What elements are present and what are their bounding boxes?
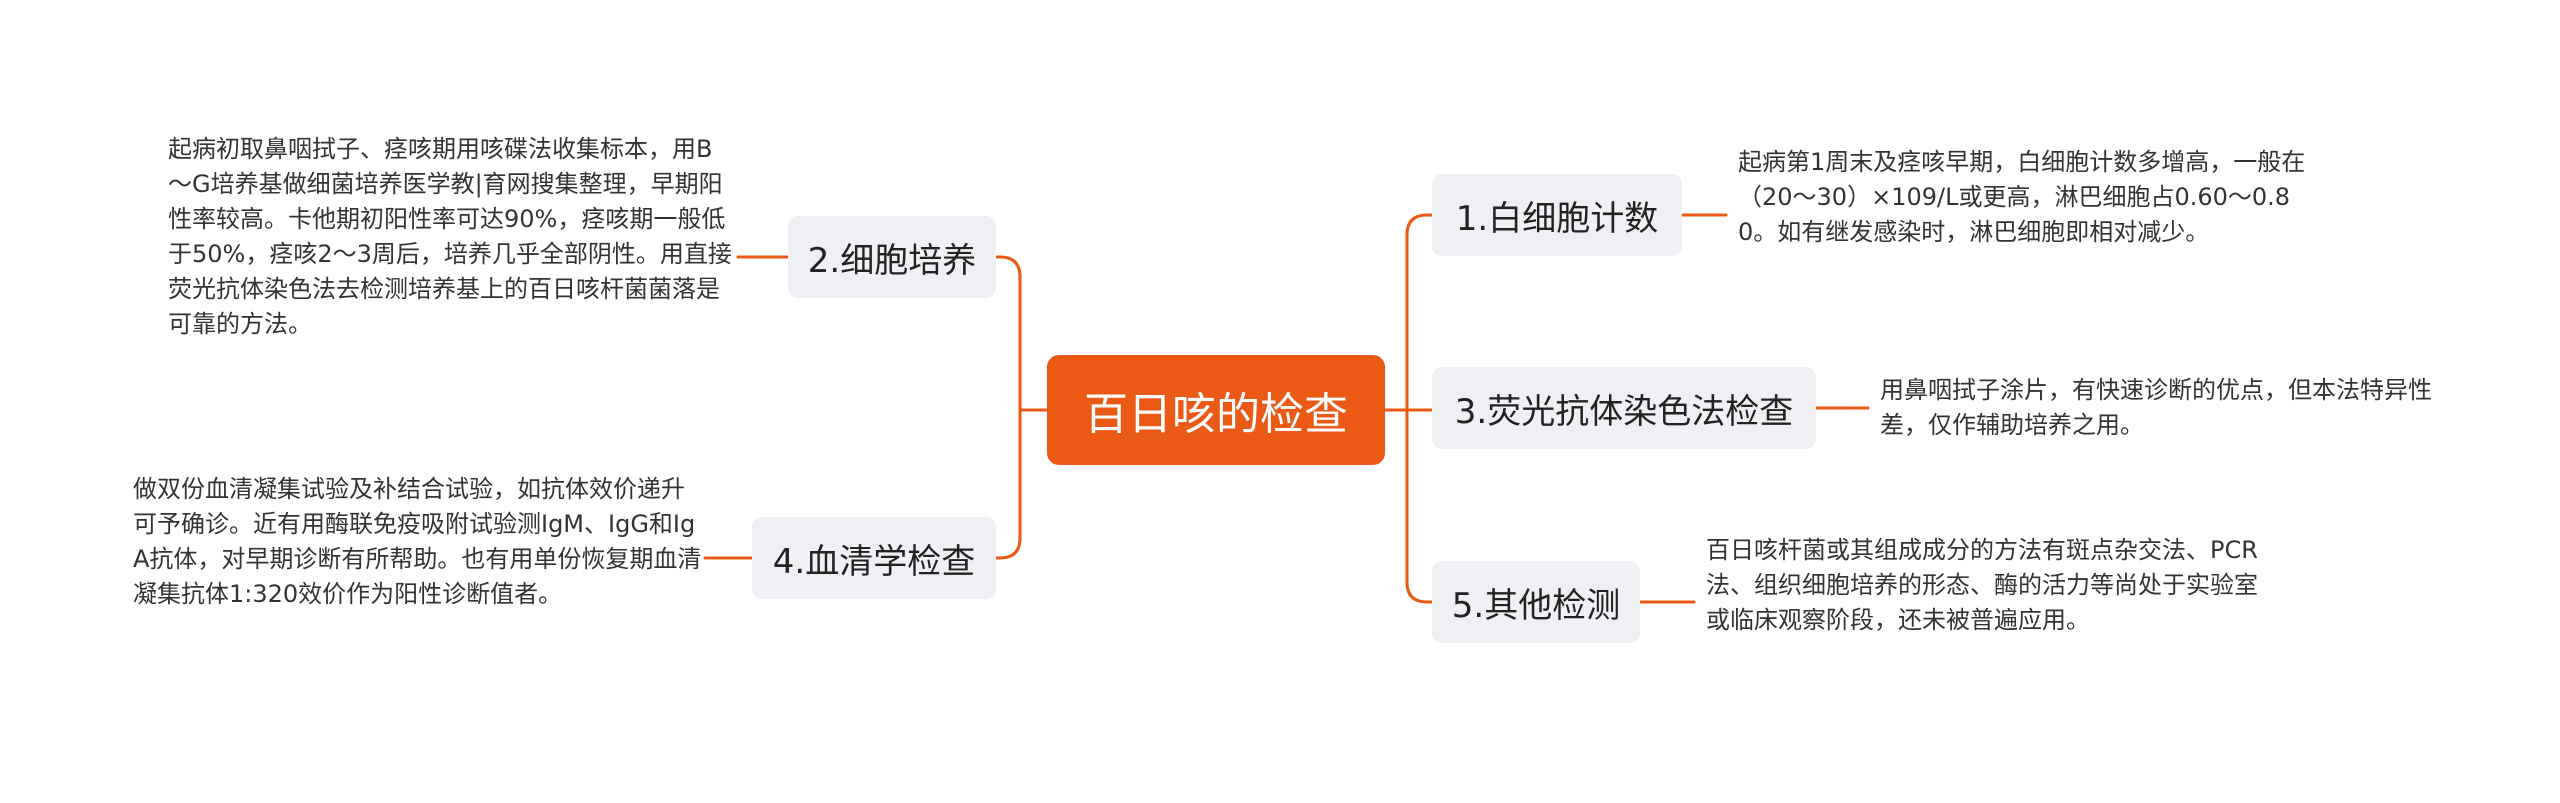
connector-to-branch-5	[1405, 408, 1434, 604]
connector-to-branch-1	[1405, 213, 1434, 412]
branch-serology[interactable]: 4.血清学检查	[752, 517, 996, 599]
note-cell-culture: 起病初取鼻咽拭子、痉咳期用咳碟法收集标本，用B～G培养基做细菌培养医学教|育网搜…	[168, 135, 732, 338]
branch-other-tests[interactable]: 5.其他检测	[1432, 561, 1640, 643]
connector-to-branch-2	[994, 255, 1022, 412]
branch-white-blood-cell-count[interactable]: 1.白细胞计数	[1432, 174, 1682, 256]
branch-fluorescent-antibody-staining[interactable]: 3.荧光抗体染色法检查	[1432, 367, 1816, 449]
root-topic[interactable]: 百日咳的检查	[1047, 355, 1385, 465]
branch-cell-culture[interactable]: 2.细胞培养	[788, 216, 996, 298]
note-fluorescent-antibody-staining: 用鼻咽拭子涂片，有快速诊断的优点，但本法特异性差，仅作辅助培养之用。	[1880, 376, 2432, 439]
note-white-blood-cell-count: 起病第1周末及痉咳早期，白细胞计数多增高，一般在（20～30）×109/L或更高…	[1738, 148, 2306, 246]
connector-to-branch-4	[994, 408, 1022, 560]
note-other-tests: 百日咳杆菌或其组成成分的方法有斑点杂交法、PCR法、组织细胞培养的形态、酶的活力…	[1706, 536, 2258, 634]
note-serology: 做双份血清凝集试验及补结合试验，如抗体效价递升可予确诊。近有用酶联免疫吸附试验测…	[133, 475, 702, 608]
